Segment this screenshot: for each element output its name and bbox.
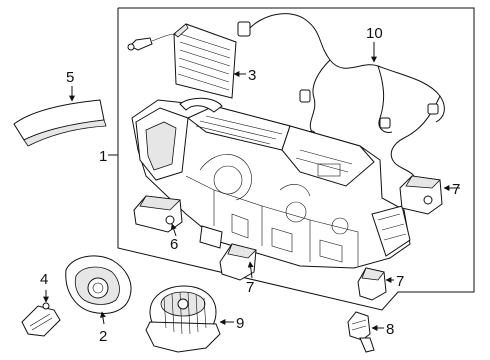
callout-5: 5	[66, 69, 74, 86]
temperature-sensor	[127, 33, 177, 51]
callout-7-right-upper: 7	[452, 181, 460, 198]
actuator-part-7-center	[219, 243, 257, 281]
resistor-part-4	[21, 290, 61, 337]
seal-panel-part-5	[13, 86, 107, 147]
sensor-part-8	[347, 311, 384, 353]
actuator-part-7-right-upper	[399, 175, 460, 215]
blower-cover-part-2	[65, 255, 132, 325]
hvac-housing	[131, 97, 411, 269]
callout-7-right-lower: 7	[396, 273, 404, 290]
callout-7-center: 7	[246, 279, 254, 296]
callout-4: 4	[40, 271, 48, 288]
actuator-part-6	[133, 195, 183, 237]
assembly-boundary	[117, 7, 475, 311]
callout-3: 3	[248, 67, 256, 84]
blower-motor-part-9	[145, 285, 234, 353]
callout-9: 9	[236, 315, 244, 332]
callout-8: 8	[386, 321, 394, 338]
callout-1: 1	[99, 148, 107, 165]
callout-6: 6	[170, 236, 178, 253]
cabin-filter-part-3	[173, 23, 246, 99]
callout-2: 2	[99, 328, 107, 345]
actuator-part-7-right-lower	[357, 267, 394, 301]
wiring-harness-part-10	[237, 13, 445, 177]
callout-10: 10	[366, 25, 383, 42]
